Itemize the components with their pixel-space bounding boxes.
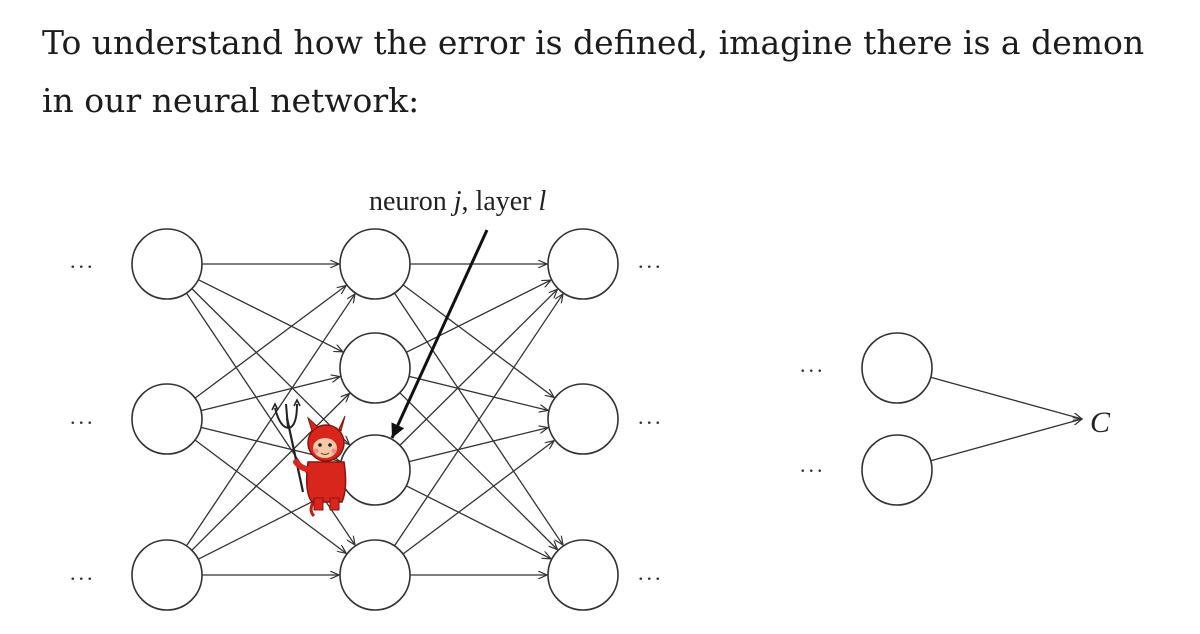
connection-l1-3-to-0 <box>393 294 563 547</box>
ellipsis-left-middle: ... <box>70 404 96 429</box>
label-middle: , layer <box>462 186 539 217</box>
network-connections <box>185 264 1082 575</box>
output-neuron-0 <box>861 332 933 404</box>
layer-index-variable: l <box>539 186 547 217</box>
connection-l0-1-to-0 <box>194 286 346 399</box>
output-neuron-1 <box>861 434 933 506</box>
connection-l1-2-to-0 <box>399 289 558 446</box>
ellipsis-output-bottom: ... <box>800 452 826 477</box>
connection-l0-0-to-2 <box>191 288 350 445</box>
label-prefix: neuron <box>369 186 454 217</box>
network-neurons <box>131 228 933 611</box>
neuron-layer-2-2 <box>547 539 619 611</box>
neuron-layer-1-3 <box>339 539 411 611</box>
connection-l1-2-to-1 <box>408 428 548 463</box>
neuron-index-variable: j <box>451 186 462 217</box>
ellipsis-left-bottom: ... <box>70 560 96 585</box>
connection-l0-2-to-1 <box>191 393 350 551</box>
neuron-layer-2-0 <box>547 228 619 300</box>
ellipsis-right-middle: ... <box>638 404 664 429</box>
connection-l1-1-to-2 <box>399 392 558 550</box>
connection-output-1-to-cost <box>930 419 1082 462</box>
connection-l1-2-to-2 <box>405 485 551 559</box>
neuron-layer-0-0 <box>131 228 203 300</box>
connection-l1-1-to-1 <box>408 375 548 410</box>
intro-paragraph: To understand how the error is defined, … <box>42 23 1145 120</box>
ellipsis-output-top: ... <box>800 352 826 377</box>
ellipsis-left-top: ... <box>70 248 96 273</box>
connection-l0-2-to-0 <box>185 294 355 547</box>
connection-l0-0-to-1 <box>198 279 342 352</box>
connection-l1-3-to-1 <box>402 441 554 555</box>
neuron-layer-2-1 <box>547 383 619 455</box>
neuron-layer-label: neuron j, layer l <box>369 186 547 217</box>
connection-l1-1-to-0 <box>406 280 550 353</box>
ellipsis-right-bottom: ... <box>638 560 664 585</box>
neuron-layer-0-2 <box>131 539 203 611</box>
connection-l0-1-to-1 <box>200 377 340 412</box>
demon-icon <box>271 398 347 518</box>
neuron-layer-1-0 <box>339 228 411 300</box>
connection-output-0-to-cost <box>930 376 1082 419</box>
neuron-layer-0-1 <box>131 383 203 455</box>
neuron-j-layer-l <box>339 434 411 506</box>
ellipsis-right-top: ... <box>638 248 664 273</box>
neuron-pointer-arrow <box>390 229 489 439</box>
cost-label: C <box>1090 406 1111 439</box>
connection-l1-0-to-1 <box>402 284 554 398</box>
connection-l0-1-to-3 <box>194 439 346 553</box>
neuron-layer-1-1 <box>339 332 411 404</box>
